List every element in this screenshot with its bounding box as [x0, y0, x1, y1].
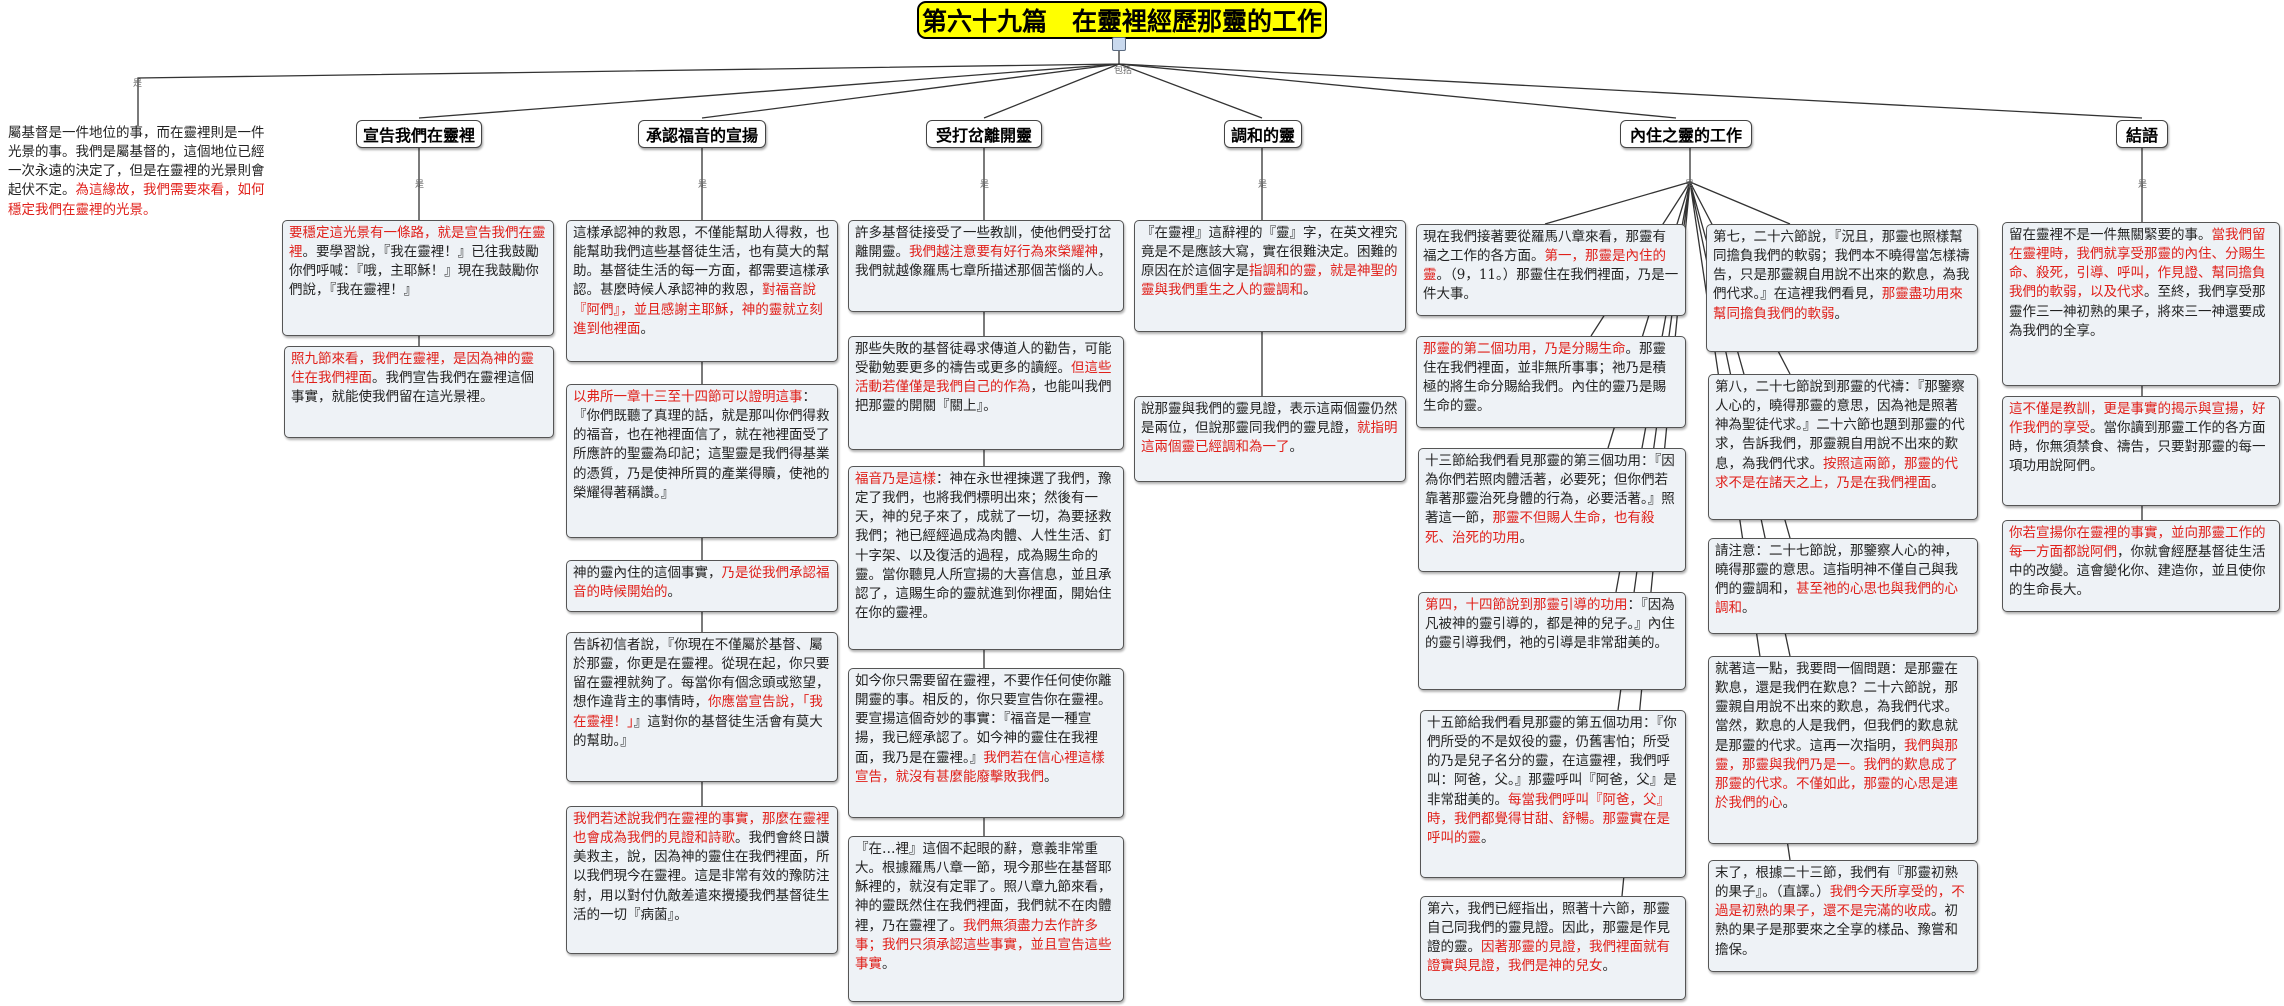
- note-box[interactable]: 第四，十四節說到那靈引導的功用：『因為凡被神的靈引導的，都是神的兒子。』內住的靈…: [1418, 592, 1686, 690]
- label-shi: 是: [698, 180, 708, 190]
- note-box[interactable]: 我們若述說我們在靈裡的事實，那麼在靈裡也會成為我們的見證和詩歌。我們會終日讚美救…: [566, 806, 838, 954]
- note-box[interactable]: 這樣承認神的救恩，不僅能幫助人得救，也能幫助我們這些基督徒生活，也有莫大的幫助。…: [566, 220, 838, 362]
- connector-intro: [137, 51, 1120, 126]
- connector-cat2: [701, 63, 1120, 119]
- category-declare-in-spirit[interactable]: 宣告我們在靈裡: [356, 120, 482, 148]
- note-box[interactable]: 神的靈內住的這個事實，乃是從我們承認福音的時候開始的。: [566, 560, 838, 612]
- connector-cat5: [1118, 63, 1677, 119]
- note-box[interactable]: 告訴初信者說，『你現在不僅屬於基督、屬於那靈，你更是在靈裡。從現在起，你只要留在…: [566, 632, 838, 782]
- note-box[interactable]: 這不僅是教訓，更是事實的揭示與宣揚，好作我們的享受。當你讀到那靈工作的各方面時，…: [2002, 396, 2280, 506]
- intro-note: 屬基督是一件地位的事，而在靈裡則是一件光景的事。我們是屬基督的，這個地位已經一次…: [8, 125, 265, 218]
- label-shi: 是: [415, 180, 425, 190]
- category-conclusion[interactable]: 結語: [2116, 120, 2168, 148]
- note-box[interactable]: 就著這一點，我要問一個問題：是那靈在歎息，還是我們在歎息？二十六節說，那靈親自用…: [1708, 656, 1978, 844]
- note-box[interactable]: 『在…裡』這個不起眼的辭，意義非常重大。根據羅馬八章一節，現今那些在基督耶穌裡的…: [848, 836, 1124, 1002]
- note-box[interactable]: 要穩定這光景有一條路，就是宣告我們在靈裡。要學習說，『我在靈裡！』已往我鼓勵你們…: [282, 220, 554, 336]
- connector-cat6: [1118, 63, 2143, 119]
- label-shi: 是: [980, 180, 990, 190]
- connector-cat3: [983, 63, 1120, 119]
- note-box[interactable]: 以弗所一章十三至十四節可以證明這事：『你們既聽了真理的話，就是那叫你們得救的福音…: [566, 384, 838, 538]
- note-box[interactable]: 你若宣揚你在靈裡的事實，並向那靈工作的每一方面都說阿們，你就會經歷基督徒生活中的…: [2002, 520, 2280, 612]
- label-shi: 是: [2138, 180, 2148, 190]
- label-shi: 是: [1685, 180, 1695, 190]
- note-box[interactable]: 現在我們接著要從羅馬八章來看，那靈有福之工作的各方面。第一，那靈是內住的靈。（9…: [1416, 224, 1686, 316]
- note-box[interactable]: 第六，我們已經指出，照著十六節，那靈自己同我們的靈見證。因此，那靈是作見證的靈。…: [1420, 896, 1686, 1000]
- connector-cat1: [418, 63, 1120, 119]
- note-box[interactable]: 留在靈裡不是一件無關緊要的事。當我們留在靈裡時，我們就享受那靈的內住、分賜生命、…: [2002, 222, 2280, 386]
- connector-cat4: [1118, 63, 1263, 119]
- label-shi: 是: [1258, 180, 1268, 190]
- category-indwelling-spirit[interactable]: 內住之靈的工作: [1620, 120, 1752, 148]
- note-box[interactable]: 第七，二十六節說，『況且，那靈也照樣幫同擔負我們的軟弱；我們本不曉得當怎樣禱告，…: [1706, 224, 1978, 352]
- mindmap-title[interactable]: 第六十九篇 在靈裡經歷那靈的工作: [917, 1, 1327, 39]
- root-hub-node: [1112, 37, 1126, 51]
- note-box[interactable]: 許多基督徒接受了一些教訓，使他們受打岔離開靈。我們越注意要有好行為來榮耀神，我們…: [848, 220, 1124, 312]
- note-box[interactable]: 第八，二十七節說到那靈的代禱：『那鑒察人心的，曉得那靈的意思，因為祂是照著神為聖…: [1708, 374, 1978, 520]
- note-box[interactable]: 那靈的第二個功用，乃是分賜生命。那靈住在我們裡面，並非無所事事；祂乃是積極的將生…: [1416, 336, 1686, 428]
- note-box[interactable]: 十五節給我們看見那靈的第五個功用：『你們所受的不是奴役的靈，仍舊害怕；所受的乃是…: [1420, 710, 1686, 878]
- label-baokuo: 包括: [1114, 66, 1133, 76]
- note-box[interactable]: 請注意：二十七節說，那鑒察人心的神，曉得那靈的意思。這指明神不僅自己與我們的靈調…: [1708, 538, 1978, 634]
- note-box[interactable]: 福音乃是這樣：神在永世裡揀選了我們，豫定了我們，也將我們標明出來；然後有一天，神…: [848, 466, 1124, 650]
- category-distracted[interactable]: 受打岔離開靈: [926, 120, 1042, 148]
- note-box[interactable]: 十三節給我們看見那靈的第三個功用：『因為你們若照肉體活著，必要死；但你們若靠著那…: [1418, 448, 1686, 572]
- note-box[interactable]: 『在靈裡』這辭裡的『靈』字，在英文裡究竟是不是應該大寫，實在很難決定。困難的原因…: [1134, 220, 1406, 332]
- note-box[interactable]: 照九節來看，我們在靈裡，是因為神的靈住在我們裡面。我們宣告我們在靈裡這個事實，就…: [284, 346, 554, 438]
- note-box[interactable]: 那些失敗的基督徒尋求傳道人的勸告，可能受勸勉要更多的禱告或更多的讀經。但這些活動…: [848, 336, 1124, 450]
- note-box[interactable]: 如今你只需要留在靈裡，不要作任何使你離開靈的事。相反的，你只要宣告你在靈裡。要宣…: [848, 668, 1124, 818]
- label-shi: 是: [133, 79, 143, 89]
- note-box[interactable]: 末了，根據二十三節，我們有『那靈初熟的果子』。（直譯。）我們今天所享受的，不過是…: [1708, 860, 1978, 972]
- category-mingled-spirit[interactable]: 調和的靈: [1224, 120, 1302, 148]
- category-confess-gospel[interactable]: 承認福音的宣揚: [638, 120, 766, 148]
- note-box[interactable]: 說那靈與我們的靈見證，表示這兩個靈仍然是兩位，但說那靈同我們的靈見證，就指明這兩…: [1134, 396, 1406, 482]
